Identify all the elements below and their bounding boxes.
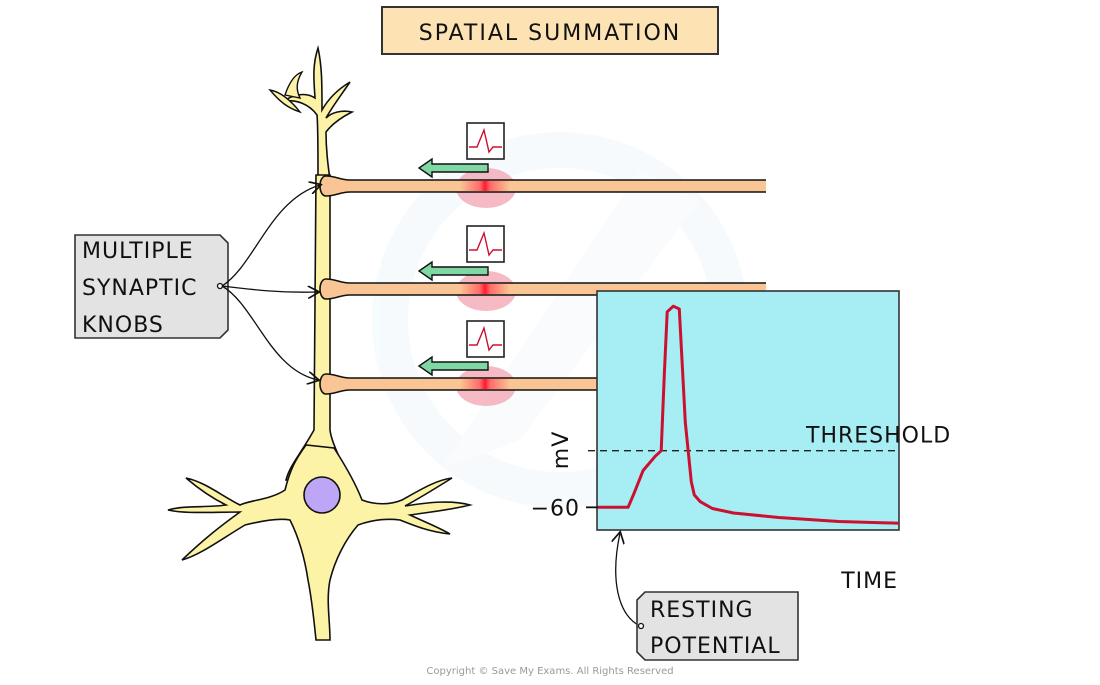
membrane-potential-trace <box>598 304 900 525</box>
pointer-line <box>221 285 318 292</box>
pointer-line <box>616 533 641 627</box>
dendrite-shaft <box>284 174 350 481</box>
spike-waveform <box>469 127 502 154</box>
synaptic-knobs-line-1: MULTIPLE <box>82 239 194 264</box>
synaptic-knobs-line-3: KNOBS <box>82 313 164 338</box>
cell-body <box>167 444 474 641</box>
action-potential-graph: THRESHOLD −60 mV TIME <box>531 290 951 594</box>
spike-waveform <box>469 230 502 257</box>
action-potential-icon <box>466 320 505 358</box>
pointer-line <box>221 185 320 287</box>
nucleus <box>303 476 341 514</box>
nerve-impulse <box>460 181 510 191</box>
action-potential-icon <box>466 225 505 263</box>
threshold-label: THRESHOLD <box>805 424 951 449</box>
resting-tick-label: −60 <box>531 496 580 521</box>
copyright-notice: Copyright © Save My Exams. All Rights Re… <box>426 666 674 677</box>
postsynaptic-neuron <box>167 45 474 641</box>
action-potential-icon <box>466 122 505 160</box>
synaptic-knobs-line-2: SYNAPTIC <box>82 276 197 301</box>
arrow-left-icon <box>417 157 489 179</box>
resting-potential-line-1: RESTING <box>650 598 754 623</box>
spike-waveform <box>469 325 502 352</box>
y-axis-label: mV <box>549 431 574 469</box>
diagram-title: SPATIAL SUMMATION <box>419 21 681 46</box>
resting-potential-label: RESTING POTENTIAL <box>616 533 799 661</box>
nerve-impulse <box>460 379 510 389</box>
arrow-left-icon <box>417 260 489 282</box>
upper-dendrites <box>281 45 355 182</box>
presynaptic-axon <box>319 122 766 208</box>
x-axis-label: TIME <box>840 569 898 594</box>
title-box: SPATIAL SUMMATION <box>381 6 719 55</box>
axon-with-synaptic-knob <box>319 175 766 197</box>
arrow-left-icon <box>417 355 489 377</box>
resting-potential-line-2: POTENTIAL <box>650 634 781 659</box>
pointer-line <box>221 285 318 380</box>
graph-area <box>596 290 900 531</box>
nerve-impulse <box>460 284 510 294</box>
synaptic-knobs-label: MULTIPLE SYNAPTIC KNOBS <box>74 185 320 380</box>
